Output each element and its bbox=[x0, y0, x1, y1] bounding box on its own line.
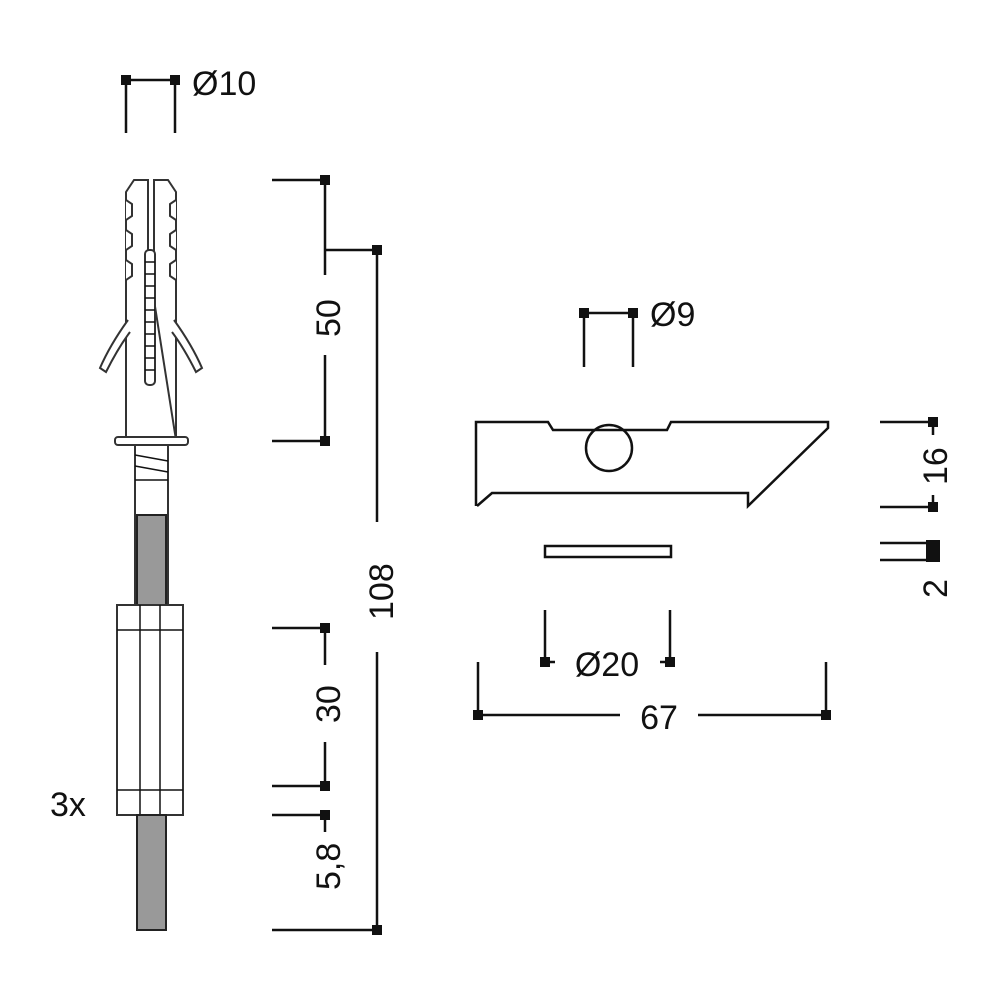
thickness-2-label: 2 bbox=[917, 579, 955, 598]
dimension-plug-length: 50 bbox=[272, 175, 348, 446]
wall-plug-drawing bbox=[98, 179, 204, 446]
diameter-10-label: Ø10 bbox=[192, 65, 256, 103]
height-16-label: 16 bbox=[917, 447, 955, 485]
thread-label: 5,8 bbox=[310, 843, 348, 890]
dimension-washer-20: Ø20 bbox=[540, 610, 675, 684]
quantity-label: 3x bbox=[50, 786, 86, 824]
dimension-nut-length: 30 bbox=[272, 623, 348, 791]
dimension-thickness-2: 2 bbox=[880, 540, 955, 598]
dimension-total-length: 108 bbox=[272, 245, 401, 935]
dimension-hole-9: Ø9 bbox=[579, 296, 695, 367]
washer-20-label: Ø20 bbox=[575, 646, 639, 684]
dimension-height-16: 16 bbox=[880, 417, 955, 512]
hole-9-label: Ø9 bbox=[650, 296, 695, 334]
dimension-diameter-10: Ø10 bbox=[121, 65, 256, 133]
nut-length-label: 30 bbox=[310, 685, 348, 723]
total-length-label: 108 bbox=[363, 563, 401, 620]
dimension-width-67: 67 bbox=[473, 662, 831, 737]
plug-length-label: 50 bbox=[310, 299, 348, 337]
bracket-drawing bbox=[474, 420, 830, 509]
width-67-label: 67 bbox=[640, 699, 678, 737]
threaded-rod-drawing bbox=[116, 444, 184, 931]
dimension-thread: 5,8 bbox=[272, 810, 348, 890]
washer-drawing bbox=[543, 544, 673, 559]
